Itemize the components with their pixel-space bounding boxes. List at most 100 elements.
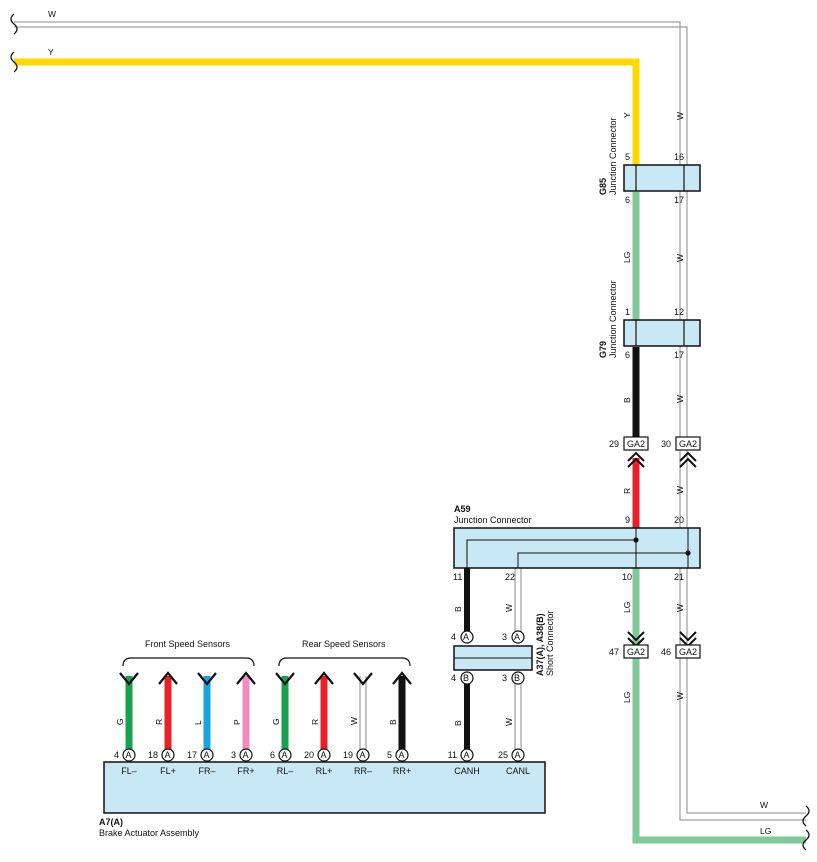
ga2-lower-wire-w: W [675,692,685,700]
sensor-pin-number: 3 [231,750,236,760]
sensor-wire-color-label: R [310,719,320,725]
pin-circle [395,748,409,762]
ga2-lower-pin46: 46 [661,647,671,657]
pin-letter: A [243,750,249,760]
g79-pin12: 12 [674,307,684,317]
sensor-wire-color-label: W [349,717,359,725]
a59-pin20: 20 [674,515,684,525]
sensor-pin-number: 18 [148,750,158,760]
arrow-icon [236,671,256,685]
g85-pin16: 16 [674,152,684,162]
wire-w-a59-short [514,568,522,750]
a7-box [103,761,546,814]
a59-wire-w-above: W [675,486,685,494]
can-pin-number: 11 [448,750,457,760]
pin-letter: A [360,750,366,760]
sensor-pin-number: 19 [343,750,353,760]
wire-lg-lower [632,568,806,844]
sensor-pin-number: 20 [304,750,314,760]
short-id: A37(A), A38(B) [535,613,545,676]
sensor-wire-color-label: L [193,720,203,725]
a7-name: Brake Actuator Assembly [99,828,200,838]
pin-letter: A [204,750,210,760]
a59-pin9: 9 [625,515,630,525]
ga2-upper [623,436,701,468]
a59-wire-b: B [453,606,463,612]
arrow-icon [197,672,217,686]
pin-letter: A [515,750,521,760]
g79-pin17: 17 [674,350,684,360]
ga2-upper-label-right: GA2 [679,439,697,449]
pin-circle [122,748,136,762]
pin-circle [161,748,175,762]
short-connector [453,630,533,685]
ga2-lower-label-left: GA2 [627,647,645,657]
g79-wire-b: B [622,397,632,403]
a59-connector [453,527,701,569]
sensor-terminal-name: RR– [354,766,372,776]
ga2-lower-wire-lg: LG [622,692,632,703]
g79-wire-w-below: W [675,395,685,403]
sensor-pin-number: 5 [387,750,392,760]
ga2-upper-pin29: 29 [609,439,619,449]
g85-wire-w: W [675,112,685,120]
sensor-wire-color-label: R [154,719,164,725]
arrow-icon [158,671,178,685]
sensor-wire-color-label: G [115,718,125,725]
bottom-lg-label: LG [760,826,771,836]
a59-wire-r: R [622,488,632,494]
sensor-terminal-name: FL– [121,766,137,776]
top-y-label: Y [48,47,54,57]
short-pin3-bottom: 3 [502,673,507,683]
short-letter-b-left: B [463,673,469,683]
sensor-terminal-name: FR+ [237,766,254,776]
ga2-lower [623,631,701,659]
ga2-lower-label-right: GA2 [679,647,697,657]
g79-id: G79 [598,341,608,358]
rear-sensors-title: Rear Speed Sensors [302,639,386,649]
pin-letter: A [399,750,405,760]
pin-letter: A [126,750,132,760]
g85-wire-y: Y [622,112,632,118]
pin-circle [460,748,474,762]
break-marks [10,13,810,851]
sensor-wire-color-label: G [271,718,281,725]
can-terminal-name: CANH [454,766,480,776]
short-letter-b-right: B [514,673,520,683]
a59-name: Junction Connector [454,515,532,525]
sensor-pin-number: 17 [187,750,197,760]
a59-id: A59 [454,504,471,514]
pin-letter: A [282,750,288,760]
a59-wire-w-right: W [675,604,685,612]
short-name: Short Connector [545,610,555,676]
pin-circle [317,748,331,762]
a59-wire-w-below: W [504,604,514,612]
pin-circle [278,748,292,762]
g79-name: Junction Connector [608,280,618,358]
sensor-pin-number: 4 [114,750,119,760]
a59-pin21: 21 [674,572,684,582]
sensor-terminal-name: RR+ [393,766,411,776]
pin-circle [356,748,370,762]
g85-id: G85 [598,178,608,195]
can-pin-number: 25 [498,750,508,760]
front-sensors-title: Front Speed Sensors [145,639,231,649]
g79-pin1: 1 [625,307,630,317]
g85-name: Junction Connector [608,117,618,195]
sensor-group-brackets [122,657,411,667]
g79-wire-w-above: W [675,254,685,262]
sensor-wire-color-label: B [388,719,398,725]
sensor-pin-number: 6 [270,750,275,760]
short-pin4-bottom: 4 [451,673,456,683]
bottom-w-label: W [760,800,768,810]
short-wire-w: W [504,718,514,726]
